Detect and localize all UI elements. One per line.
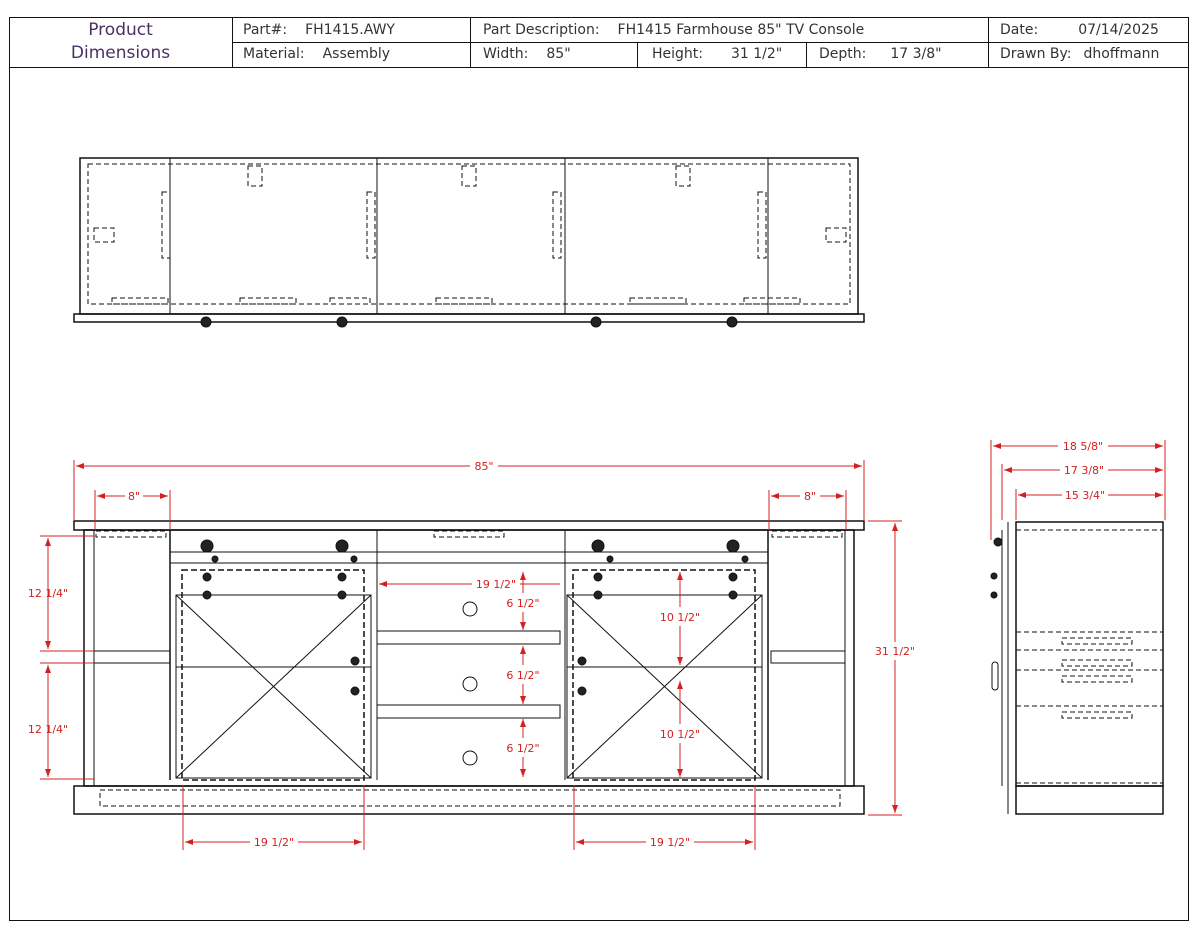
dimension-labels: 85" 8" 8" 12 1/4" 12 1/4" 31 1/2" 19 1/2… bbox=[28, 440, 1105, 849]
dim-right-door-width: 19 1/2" bbox=[650, 836, 690, 849]
barn-door-hardware bbox=[200, 539, 749, 696]
part-number-field: Part#:FH1415.AWY bbox=[243, 22, 395, 38]
barn-door-rollers-top bbox=[200, 316, 738, 328]
height-field: Height:31 1/2" bbox=[652, 46, 783, 62]
front-view bbox=[73, 520, 865, 815]
title-line-2: Dimensions bbox=[70, 43, 171, 63]
description-field: Part Description:FH1415 Farmhouse 85" TV… bbox=[483, 22, 865, 38]
drawn-by-field: Drawn By:dhoffmann bbox=[1000, 46, 1160, 62]
dim-side-body-depth: 17 3/8" bbox=[1064, 464, 1104, 477]
drawing-title: Product Dimensions bbox=[9, 17, 232, 69]
dim-overall-height: 31 1/2" bbox=[875, 645, 915, 658]
dim-left-lower-height: 12 1/4" bbox=[28, 723, 68, 736]
left-barn-door bbox=[175, 569, 372, 781]
right-barn-door bbox=[566, 569, 763, 781]
dim-center-opening-width: 19 1/2" bbox=[476, 578, 516, 591]
dim-left-upper-height: 12 1/4" bbox=[28, 587, 68, 600]
title-line-1: Product bbox=[88, 20, 153, 40]
dim-center-shelf-3: 6 1/2" bbox=[506, 742, 539, 755]
top-view bbox=[73, 157, 865, 328]
material-field: Material:Assembly bbox=[243, 46, 391, 62]
width-field: Width:85" bbox=[483, 46, 571, 62]
dimension-lines bbox=[40, 440, 1166, 850]
dim-left-door-width: 19 1/2" bbox=[254, 836, 294, 849]
side-view bbox=[990, 521, 1164, 815]
title-block-grid bbox=[9, 17, 1189, 921]
depth-field: Depth:17 3/8" bbox=[819, 46, 942, 62]
dim-side-inner-depth: 15 3/4" bbox=[1065, 489, 1105, 502]
dim-overall-width: 85" bbox=[474, 460, 493, 473]
dim-center-shelf-1: 6 1/2" bbox=[506, 597, 539, 610]
dim-side-overall-depth: 18 5/8" bbox=[1063, 440, 1103, 453]
dim-door-lower: 10 1/2" bbox=[660, 728, 700, 741]
date-field: Date:07/14/2025 bbox=[1000, 22, 1159, 38]
dim-door-upper: 10 1/2" bbox=[660, 611, 700, 624]
dim-center-shelf-2: 6 1/2" bbox=[506, 669, 539, 682]
dim-left-end-width: 8" bbox=[128, 490, 140, 503]
dim-right-end-width: 8" bbox=[804, 490, 816, 503]
